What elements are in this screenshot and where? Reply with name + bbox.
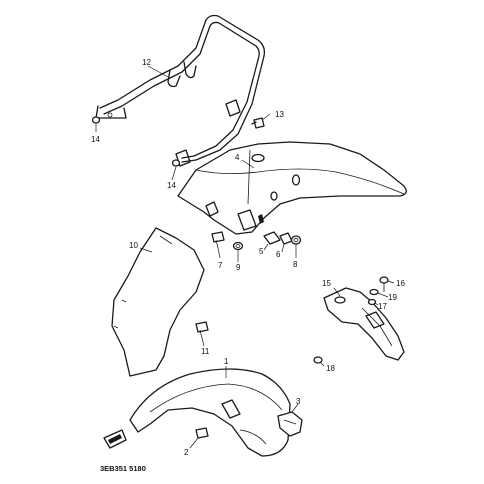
callout-2: 2 xyxy=(184,448,189,457)
bolt-11 xyxy=(195,321,209,339)
diagram-code: 3EB351 5180 xyxy=(100,464,146,473)
washer-19 xyxy=(369,288,379,296)
callout-18: 18 xyxy=(326,364,335,373)
callout-10: 10 xyxy=(129,241,138,250)
callout-12: 12 xyxy=(142,58,151,67)
nut-14-mid xyxy=(171,159,181,167)
callout-3: 3 xyxy=(296,397,301,406)
fender-bracket xyxy=(323,287,405,361)
front-fender xyxy=(129,368,291,457)
nut-14-left xyxy=(91,116,101,124)
callout-1: 1 xyxy=(224,357,229,366)
damper-5 xyxy=(263,231,281,245)
bolt-2 xyxy=(195,427,209,439)
collar-9 xyxy=(232,241,244,251)
callout-6: 6 xyxy=(276,250,281,259)
callout-7: 7 xyxy=(218,261,223,270)
callout-9: 9 xyxy=(236,263,241,272)
callout-15: 15 xyxy=(322,279,331,288)
callout-5: 5 xyxy=(259,247,264,256)
callout-16: 16 xyxy=(396,279,405,288)
front-reflector xyxy=(103,429,127,449)
callout-14-mid: 14 xyxy=(167,181,176,190)
callout-19: 19 xyxy=(388,293,397,302)
callout-11: 11 xyxy=(201,347,210,356)
bolt-13 xyxy=(251,117,265,129)
collar-17 xyxy=(367,298,377,306)
callout-13: 13 xyxy=(275,110,284,119)
damper-6 xyxy=(279,232,293,245)
bolt-7 xyxy=(211,231,225,249)
clip-18 xyxy=(313,356,323,364)
callout-17: 17 xyxy=(378,302,387,311)
callout-14-left: 14 xyxy=(91,135,100,144)
nut-8 xyxy=(290,235,302,245)
splash-guard xyxy=(111,227,205,377)
bolt-16 xyxy=(379,276,389,292)
grab-bar-rail xyxy=(95,14,266,167)
callout-4: 4 xyxy=(235,153,240,162)
leader-lines xyxy=(95,65,395,449)
callout-8: 8 xyxy=(293,260,298,269)
rear-fender xyxy=(177,141,407,235)
